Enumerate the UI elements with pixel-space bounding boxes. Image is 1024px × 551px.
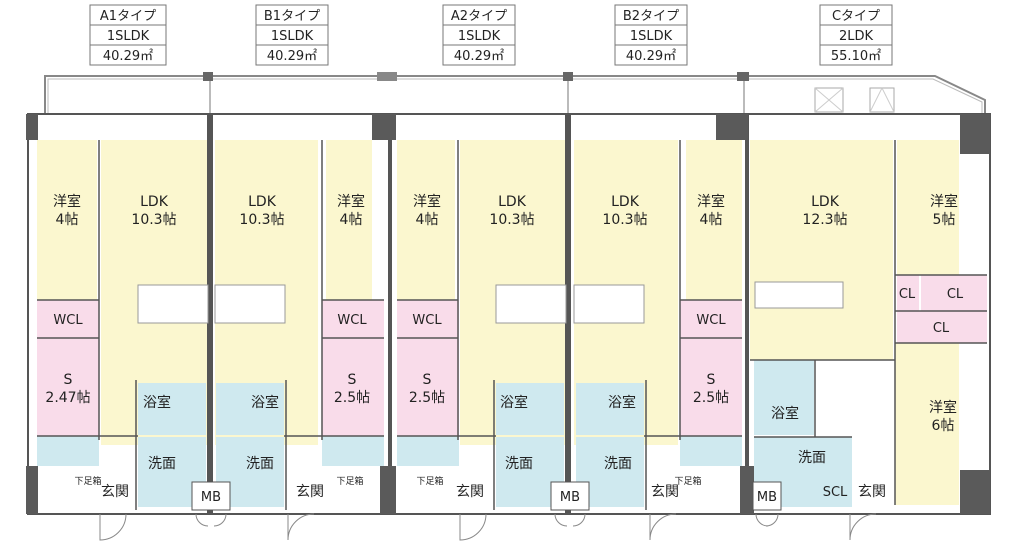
- room-youshitsu-size-a1: 4帖: [56, 212, 79, 228]
- room-youshitsu-b1: 洋室: [337, 193, 365, 210]
- room-ldk-a1: LDK: [140, 194, 169, 210]
- unit-type-c: Cタイプ 2LDK 55.10㎡: [819, 4, 893, 66]
- room-fills: [37, 140, 987, 507]
- unit-layout-label: 1SLDK: [271, 29, 314, 44]
- room-youshitsu-b2: 洋室: [697, 193, 725, 210]
- unit-layout-label: 1SLDK: [107, 29, 150, 44]
- columns: [26, 114, 990, 514]
- room-genkan-b1: 玄関: [296, 483, 324, 500]
- room-ldk-size-c: 12.3帖: [802, 212, 847, 228]
- balcony: [44, 72, 986, 135]
- unit-area-label: 40.29㎡: [103, 49, 153, 64]
- room-s-size-b2: 2.5帖: [693, 390, 729, 406]
- room-youshitsu-a1: 洋室: [53, 193, 81, 210]
- room-wcl-b2: WCL: [696, 313, 726, 328]
- unit-type-b2: B2タイプ 1SLDK 40.29㎡: [614, 4, 688, 66]
- room-youshitsu1-size-c: 5帖: [933, 212, 956, 228]
- room-s-size-b1: 2.5帖: [334, 390, 370, 406]
- room-youshitsu2-size-c: 6帖: [932, 418, 955, 434]
- room-s-a1: S: [64, 372, 73, 388]
- room-ldk-b1: LDK: [248, 194, 277, 210]
- room-bath-b2: 浴室: [608, 394, 636, 411]
- room-ldk-size-b2: 10.3帖: [602, 212, 647, 228]
- unit-type-label: A1タイプ: [100, 9, 156, 24]
- room-wash-b1: 洗面: [246, 456, 274, 472]
- entrance-doors: [99, 513, 877, 541]
- room-cl1-c: CL: [899, 287, 916, 302]
- room-bath-a1: 浴室: [143, 394, 171, 411]
- room-youshitsu-size-b2: 4帖: [700, 212, 723, 228]
- room-youshitsu1-c: 洋室: [930, 193, 958, 210]
- room-ldk-size-b1: 10.3帖: [239, 212, 284, 228]
- room-bath-c: 浴室: [771, 405, 799, 422]
- unit-layout-label: 1SLDK: [630, 29, 673, 44]
- room-wash-b2: 洗面: [604, 456, 632, 472]
- unit-type-a2: A2タイプ 1SLDK 40.29㎡: [442, 4, 516, 66]
- room-s-b1: S: [348, 372, 357, 388]
- unit-layout-label: 2LDK: [839, 29, 874, 44]
- room-youshitsu-a2: 洋室: [413, 193, 441, 210]
- room-getabako-b1: 下足箱: [336, 475, 363, 487]
- walls: [27, 113, 991, 515]
- room-youshitsu2-c: 洋室: [929, 399, 957, 416]
- unit-type-label: Cタイプ: [832, 9, 880, 24]
- unit-type-label: A2タイプ: [451, 9, 507, 24]
- mb-box-3: MB: [752, 481, 782, 511]
- room-wash-a2: 洗面: [505, 456, 533, 472]
- room-getabako-b2: 下足箱: [674, 475, 701, 487]
- room-genkan-b2: 玄関: [651, 483, 679, 500]
- room-wcl-a2: WCL: [412, 313, 442, 328]
- room-wash-a1: 洗面: [148, 456, 176, 472]
- room-bath-b1: 浴室: [251, 394, 279, 411]
- room-ldk-a2: LDK: [498, 194, 527, 210]
- room-ldk-size-a2: 10.3帖: [489, 212, 534, 228]
- unit-type-b1: B1タイプ 1SLDK 40.29㎡: [255, 4, 329, 66]
- unit-area-label: 40.29㎡: [267, 49, 317, 64]
- unit-area-label: 55.10㎡: [831, 49, 881, 64]
- room-wcl-a1: WCL: [53, 313, 83, 328]
- room-scl-c: SCL: [823, 485, 848, 500]
- room-ldk-c: LDK: [811, 194, 840, 210]
- room-getabako-a1: 下足箱: [74, 475, 101, 487]
- room-cl3-c: CL: [933, 321, 950, 336]
- room-ldk-size-a1: 10.3帖: [131, 212, 176, 228]
- mb-box-1: MB: [191, 481, 231, 511]
- room-wcl-b1: WCL: [337, 313, 367, 328]
- room-s-size-a1: 2.47帖: [45, 390, 90, 406]
- unit-area-label: 40.29㎡: [626, 49, 676, 64]
- unit-area-label: 40.29㎡: [454, 49, 504, 64]
- room-getabako-a2: 下足箱: [416, 475, 443, 487]
- room-youshitsu-size-b1: 4帖: [340, 212, 363, 228]
- room-genkan-a1: 玄関: [101, 483, 129, 500]
- room-bath-a2: 浴室: [500, 394, 528, 411]
- room-ldk-b2: LDK: [611, 194, 640, 210]
- room-s-size-a2: 2.5帖: [409, 390, 445, 406]
- unit-layout-label: 1SLDK: [458, 29, 501, 44]
- room-genkan-a2: 玄関: [456, 483, 484, 500]
- mb-label: MB: [757, 490, 777, 505]
- room-cl2-c: CL: [947, 287, 964, 302]
- room-genkan-c: 玄関: [858, 483, 886, 500]
- unit-type-a1: A1タイプ 1SLDK 40.29㎡: [89, 4, 167, 66]
- room-s-b2: S: [707, 372, 716, 388]
- room-youshitsu-size-a2: 4帖: [416, 212, 439, 228]
- unit-type-label: B2タイプ: [623, 9, 679, 24]
- kitchens: [137, 281, 844, 324]
- room-s-a2: S: [423, 372, 432, 388]
- mb-box-2: MB: [550, 481, 590, 511]
- room-wash-c: 洗面: [798, 450, 826, 466]
- unit-type-label: B1タイプ: [264, 9, 320, 24]
- mb-label: MB: [201, 490, 221, 505]
- mb-label: MB: [560, 490, 580, 505]
